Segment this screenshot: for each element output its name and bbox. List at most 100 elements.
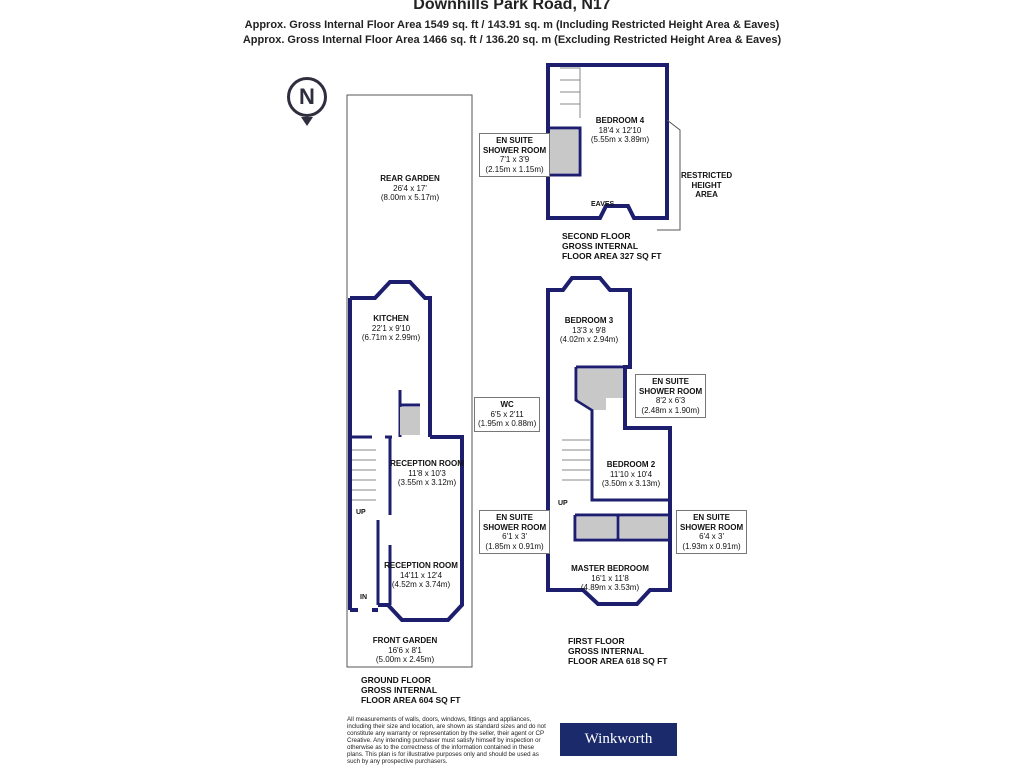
wc-fill — [400, 407, 420, 435]
first-floor-l1: FIRST FLOOR — [568, 636, 625, 646]
ensuite-right-fill — [620, 517, 668, 538]
second-stairs — [560, 67, 581, 118]
restricted-line3: AREA — [695, 190, 718, 199]
bedroom-2-metric: (3.50m x 3.13m) — [601, 479, 661, 488]
bedroom2-walls — [590, 428, 670, 502]
ensuite-b3-walls — [574, 365, 625, 428]
wc-imperial: 6'5 x 2'11 — [490, 409, 524, 419]
reception-2-name: RECEPTION ROOM — [384, 561, 458, 570]
ensuite-right-name2: SHOWER ROOM — [680, 522, 744, 532]
kitchen-name: KITCHEN — [373, 314, 409, 323]
ensuite-right-imperial: 6'4 x 3' — [699, 532, 724, 541]
bedroom-3-name: BEDROOM 3 — [564, 316, 614, 325]
second-floor-caption: SECOND FLOOR GROSS INTERNAL FLOOR AREA 3… — [562, 231, 662, 261]
bedroom-4-name: BEDROOM 4 — [595, 116, 645, 125]
restricted-line1: RESTRICTED — [681, 171, 733, 180]
ensuite-left-metric: (1.85m x 0.91m) — [485, 541, 544, 551]
wc-metric: (1.95m x 0.88m) — [478, 419, 537, 428]
ensuite-left-label: EN SUITE SHOWER ROOM 6'1 x 3' (1.85m x 0… — [479, 510, 551, 554]
kitchen-imperial: 22'1 x 9'10 — [371, 323, 411, 333]
ensuite-right-metric: (1.93m x 0.91m) — [682, 541, 741, 551]
second-floor-outline — [546, 63, 669, 220]
ground-floor-l3: FLOOR AREA 604 SQ FT — [361, 695, 461, 705]
bedroom-2-label: BEDROOM 2 11'10 x 10'4 (3.50m x 3.13m) — [602, 460, 660, 489]
bedroom-3-label: BEDROOM 3 13'3 x 9'8 (4.02m x 2.94m) — [560, 316, 618, 345]
ground-left-wall — [348, 298, 378, 612]
first-floor-l2: GROSS INTERNAL — [568, 646, 645, 656]
front-garden-name: FRONT GARDEN — [372, 636, 438, 645]
ensuite-pair-walls — [573, 513, 670, 542]
master-bedroom-metric: (4.89m x 3.53m) — [580, 583, 640, 592]
rear-garden-name: REAR GARDEN — [380, 174, 440, 183]
bedroom-2-name: BEDROOM 2 — [606, 460, 656, 469]
ensuite-2nd-name2: SHOWER ROOM — [483, 145, 547, 155]
ensuite-second-fill — [550, 130, 578, 173]
rear-garden-imperial: 26'4 x 17' — [393, 183, 427, 193]
ensuite-left-fill — [577, 517, 616, 538]
ensuite-right-label: EN SUITE SHOWER ROOM 6'4 x 3' (1.93m x 0… — [676, 510, 748, 554]
first-up-label: UP — [558, 500, 568, 507]
bedroom-4-metric: (5.55m x 3.89m) — [590, 135, 650, 144]
reception-2-metric: (4.52m x 3.74m) — [391, 580, 451, 589]
kitchen-label: KITCHEN 22'1 x 9'10 (6.71m x 2.99m) — [362, 314, 420, 343]
compass-pointer-icon — [301, 117, 313, 126]
restricted-area-outline — [657, 119, 681, 231]
restricted-line2: HEIGHT — [691, 180, 722, 190]
first-floor-outline — [546, 276, 672, 606]
entrance-in-label: IN — [360, 594, 367, 601]
rear-garden-metric: (8.00m x 5.17m) — [380, 193, 440, 202]
ensuite-b3-name2: SHOWER ROOM — [639, 386, 703, 396]
reception-1-name: RECEPTION ROOM — [390, 459, 464, 468]
ensuite-b3-fill — [578, 369, 623, 410]
ground-up-label: UP — [356, 509, 366, 516]
bedroom-3-metric: (4.02m x 2.94m) — [559, 335, 619, 344]
reception-room-1-label: RECEPTION ROOM 11'8 x 10'3 (3.55m x 3.12… — [390, 459, 464, 488]
master-bedroom-name: MASTER BEDROOM — [571, 564, 649, 573]
bedroom-2-imperial: 11'10 x 10'4 — [609, 469, 653, 479]
ensuite-second-floor-label: EN SUITE SHOWER ROOM 7'1 x 3'9 (2.15m x … — [479, 133, 551, 177]
rear-garden-label: REAR GARDEN 26'4 x 17' (8.00m x 5.17m) — [380, 174, 440, 203]
bedroom-4-label: BEDROOM 4 18'4 x 12'10 (5.55m x 3.89m) — [591, 116, 649, 145]
ensuite-left-name2: SHOWER ROOM — [483, 522, 547, 532]
ground-stairs — [352, 449, 376, 501]
north-compass-icon: N — [287, 77, 327, 117]
second-floor-l3: FLOOR AREA 327 SQ FT — [562, 251, 662, 261]
ensuite-bedroom-3-label: EN SUITE SHOWER ROOM 8'2 x 6'3 (2.48m x … — [635, 374, 707, 418]
kitchen-top-wall — [350, 280, 432, 437]
area-excluding-eaves: Approx. Gross Internal Floor Area 1466 s… — [242, 34, 782, 46]
reception-room-2-label: RECEPTION ROOM 14'11 x 12'4 (4.52m x 3.7… — [384, 561, 458, 590]
restricted-height-label: RESTRICTED HEIGHT AREA — [678, 169, 735, 202]
reception-2-imperial: 14'11 x 12'4 — [399, 570, 443, 580]
ensuite-right-name1: EN SUITE — [693, 513, 730, 522]
ensuite-left-imperial: 6'1 x 3' — [502, 532, 527, 541]
ensuite-second-walls — [548, 126, 582, 177]
second-floor-l2: GROSS INTERNAL — [562, 241, 639, 251]
disclaimer-text: All measurements of walls, doors, window… — [347, 716, 546, 765]
compass-letter: N — [299, 84, 315, 109]
front-garden-imperial: 16'6 x 8'1 — [388, 645, 422, 655]
bedroom-3-imperial: 13'3 x 9'8 — [572, 325, 606, 335]
front-garden-label: FRONT GARDEN 16'6 x 8'1 (5.00m x 2.45m) — [373, 636, 437, 665]
garden-outline — [346, 94, 473, 668]
ensuite-b3-name1: EN SUITE — [652, 377, 689, 386]
area-including-eaves: Approx. Gross Internal Floor Area 1549 s… — [244, 19, 780, 31]
hall-walls — [376, 437, 392, 605]
first-stairs — [562, 439, 590, 481]
ensuite-left-name1: EN SUITE — [496, 513, 533, 522]
first-floor-caption: FIRST FLOOR GROSS INTERNAL FLOOR AREA 61… — [568, 636, 668, 666]
master-bedroom-label: MASTER BEDROOM 16'1 x 11'8 (4.89m x 3.53… — [571, 564, 649, 593]
wc-name: WC — [500, 400, 514, 409]
reception-walls — [378, 435, 464, 622]
first-floor-l3: FLOOR AREA 618 SQ FT — [568, 656, 668, 666]
ground-floor-caption: GROUND FLOOR GROSS INTERNAL FLOOR AREA 6… — [361, 675, 461, 705]
second-floor-l1: SECOND FLOOR — [562, 231, 631, 241]
ensuite-2nd-imperial: 7'1 x 3'9 — [499, 155, 530, 164]
ground-floor-l2: GROSS INTERNAL — [361, 685, 438, 695]
bedroom-4-imperial: 18'4 x 12'10 — [598, 125, 642, 135]
master-bedroom-imperial: 16'1 x 11'8 — [591, 573, 629, 583]
ensuite-b3-metric: (2.48m x 1.90m) — [641, 405, 700, 415]
winkworth-logo: Winkworth — [560, 723, 677, 756]
ensuite-2nd-name1: EN SUITE — [496, 136, 533, 145]
reception-1-imperial: 11'8 x 10'3 — [408, 468, 446, 478]
ground-floor-l1: GROUND FLOOR — [361, 675, 431, 685]
